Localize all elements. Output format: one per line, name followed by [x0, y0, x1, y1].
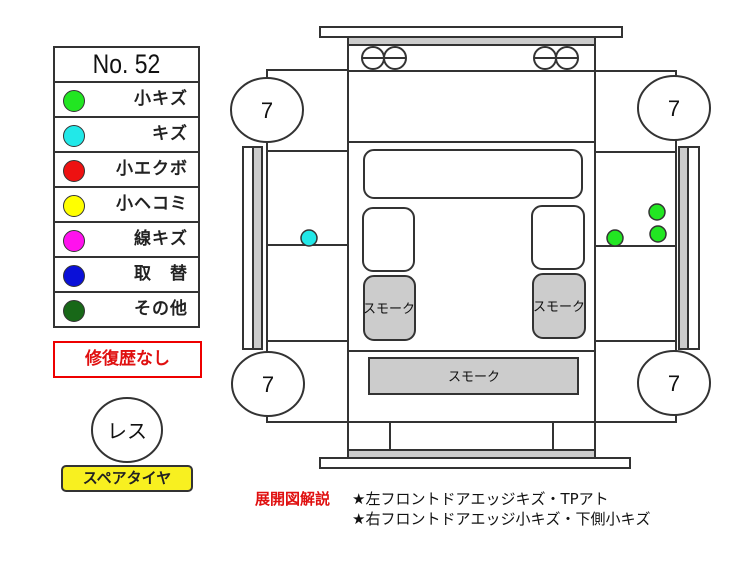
tire-front-right — [637, 75, 711, 141]
legend-item: 取 替 — [55, 256, 198, 291]
tire-depth-rr: 7 — [668, 371, 680, 396]
windshield — [363, 149, 583, 199]
repair-status: 修復歴なし — [53, 341, 202, 378]
front-grille — [347, 36, 596, 46]
note-line: ★左フロントドアエッジキズ・TPアト — [352, 490, 609, 508]
front-bumper — [319, 26, 623, 38]
legend-dot-icon — [63, 265, 85, 287]
tire-rear-left — [231, 351, 305, 417]
legend-item: 小キズ — [55, 81, 198, 116]
front-left-seat — [362, 207, 415, 272]
legend: No. 52 小キズキズ小エクボ小ヘコミ線キズ取 替その他 — [53, 46, 200, 328]
left-step — [242, 146, 254, 350]
tire-front-left — [230, 77, 304, 143]
tire-depth-fr: 7 — [668, 96, 680, 121]
spare-tire-ellipse — [91, 397, 163, 463]
damage-marker-small-kizu[interactable] — [606, 229, 624, 247]
damage-marker-small-kizu[interactable] — [649, 225, 667, 243]
rear-window — [368, 357, 579, 395]
legend-item: その他 — [55, 291, 198, 326]
rear-left-window — [363, 275, 416, 341]
headlight-icon — [361, 46, 579, 70]
legend-label: 小エクボ — [116, 159, 188, 179]
legend-label: 小キズ — [134, 89, 188, 109]
legend-dot-icon — [63, 195, 85, 217]
smoke-label-right: スモーク — [533, 300, 585, 315]
notes-label: 展開図解説 — [255, 490, 331, 508]
legend-item: キズ — [55, 116, 198, 151]
tire-depth-fl: 7 — [261, 98, 273, 123]
smoke-label-rear: スモーク — [448, 370, 500, 385]
legend-label: キズ — [152, 124, 188, 144]
legend-item: 線キズ — [55, 221, 198, 256]
tire-depth-rl: 7 — [262, 372, 274, 397]
spare-tire-value: レス — [107, 421, 147, 443]
legend-item: 小エクボ — [55, 151, 198, 186]
smoke-label-left: スモーク — [363, 302, 415, 317]
note-line: ★右フロントドアエッジ小キズ・下側小キズ — [352, 510, 651, 528]
damage-marker-kizu[interactable] — [300, 229, 318, 247]
legend-label: 取 替 — [134, 264, 188, 284]
legend-label: 小ヘコミ — [116, 194, 188, 214]
rear-bumper — [319, 457, 631, 469]
legend-dot-icon — [63, 230, 85, 252]
legend-dot-icon — [63, 160, 85, 182]
spare-tire-label: スペアタイヤ — [61, 465, 193, 492]
right-step — [678, 146, 689, 350]
legend-label: その他 — [134, 299, 188, 319]
legend-label: 線キズ — [134, 229, 188, 249]
legend-item: 小ヘコミ — [55, 186, 198, 221]
legend-title: No. 52 — [92, 49, 161, 79]
front-right-seat — [531, 205, 585, 270]
legend-dot-icon — [63, 90, 85, 112]
legend-dot-icon — [63, 125, 85, 147]
damage-marker-small-kizu[interactable] — [648, 203, 666, 221]
legend-dot-icon — [63, 300, 85, 322]
rear-right-window — [532, 273, 586, 339]
tire-rear-right — [637, 350, 711, 416]
